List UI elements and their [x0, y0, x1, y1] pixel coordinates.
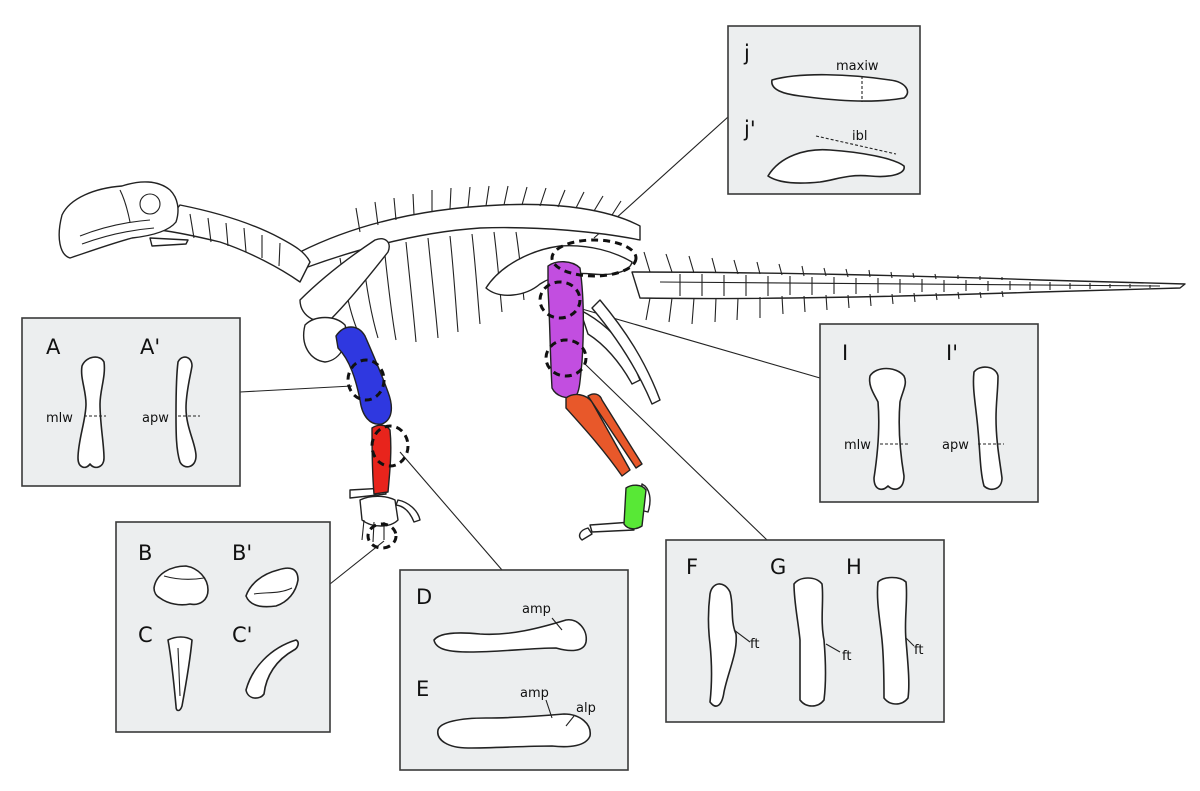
panel-label-I: I: [842, 341, 848, 365]
panel-j: j maxiw j' ibl: [727, 25, 921, 195]
panel-BC: B B' C C': [115, 521, 331, 733]
panel-I: I mlw I' apw: [819, 323, 1039, 503]
tibia-bone: [565, 393, 631, 477]
panel-DE: D amp E amp alp: [399, 569, 629, 771]
panel-label-B-prime: B': [232, 541, 252, 565]
measure-label-I-mlw: mlw: [844, 438, 871, 453]
panel-FGH: F ft G ft H ft: [665, 539, 945, 723]
panel-label-C-prime: C': [232, 623, 252, 647]
panel-label-B: B: [138, 541, 152, 565]
metatarsal-bone: [623, 484, 647, 530]
measure-label-H-ft: ft: [914, 643, 923, 658]
panel-label-H: H: [846, 555, 862, 579]
measure-label-F-ft: ft: [750, 637, 759, 652]
panel-label-C: C: [138, 623, 153, 647]
panel-label-I-prime: I': [946, 341, 958, 365]
humerus-bone: [335, 326, 393, 425]
panel-A: A mlw A' apw: [21, 317, 241, 487]
measure-label-A-prime-apw: apw: [142, 411, 169, 426]
measure-label-E-amp: amp: [520, 686, 549, 701]
measure-label-E-alp: alp: [576, 701, 596, 716]
panel-label-F: F: [686, 555, 698, 579]
panel-label-A-prime: A': [140, 335, 160, 359]
femur-bone: [547, 261, 585, 399]
panel-label-E: E: [416, 677, 429, 701]
highlighted-bones: [335, 261, 647, 530]
fibula-bone: [587, 393, 643, 469]
panel-label-A: A: [46, 335, 61, 359]
panel-label-j-prime: j': [743, 117, 756, 141]
measure-label-ibl: ibl: [852, 129, 867, 144]
measure-label-maxiw: maxiw: [836, 59, 879, 74]
panel-label-G: G: [770, 555, 786, 579]
highlight-circles: [346, 238, 638, 550]
measure-label-I-prime-apw: apw: [942, 438, 969, 453]
radius-bone: [371, 424, 392, 495]
measure-label-A-mlw: mlw: [46, 411, 73, 426]
panel-label-D: D: [416, 585, 432, 609]
panel-label-j: j: [743, 41, 750, 65]
measure-label-D-amp: amp: [522, 602, 551, 617]
measure-label-G-ft: ft: [842, 649, 851, 664]
